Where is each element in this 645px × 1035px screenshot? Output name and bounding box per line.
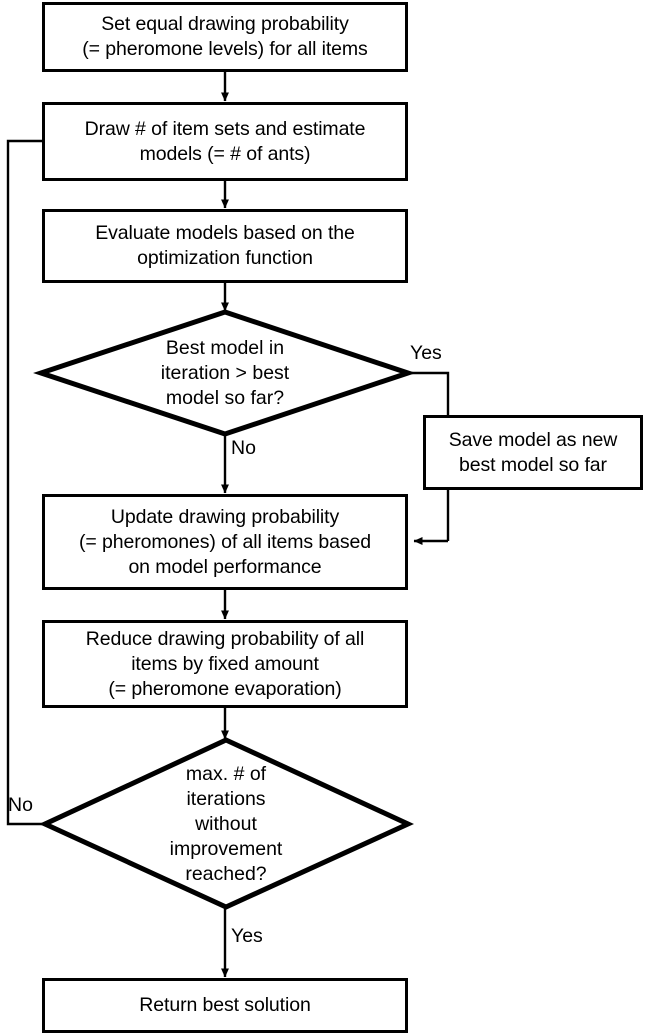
edge-label-best-model-no: No <box>231 437 256 459</box>
edge-label-max-iterations-no: No <box>8 794 33 816</box>
node-evaluate-models[interactable]: Evaluate models based on the optimizatio… <box>42 209 408 283</box>
node-text: Draw # of item sets and estimate models … <box>84 117 366 165</box>
node-set-equal-drawing-probability[interactable]: Set equal drawing probability (= pheromo… <box>42 2 408 72</box>
node-text: Evaluate models based on the optimizatio… <box>95 222 355 269</box>
node-return-best-solution[interactable]: Return best solution <box>42 978 408 1033</box>
node-reduce-drawing-probability[interactable]: Reduce drawing probability of all items … <box>42 620 408 708</box>
edge-label-best-model-yes: Yes <box>410 342 442 364</box>
node-text: Return best solution <box>139 994 311 1016</box>
node-text: Set equal drawing probability (= pheromo… <box>82 13 368 60</box>
node-text: Update drawing probability (= pheromones… <box>78 505 372 578</box>
edge-label-max-iterations-yes: Yes <box>231 925 263 947</box>
node-text: Save model as new best model so far <box>448 428 618 476</box>
node-text: Reduce drawing probability of all items … <box>85 627 365 700</box>
decision-shape-max-iterations[interactable] <box>39 737 414 910</box>
decision-shape-best-model[interactable] <box>33 309 416 437</box>
node-update-drawing-probability[interactable]: Update drawing probability (= pheromones… <box>42 494 408 590</box>
node-save-model[interactable]: Save model as new best model so far <box>423 415 643 490</box>
node-draw-item-sets[interactable]: Draw # of item sets and estimate models … <box>42 102 408 181</box>
